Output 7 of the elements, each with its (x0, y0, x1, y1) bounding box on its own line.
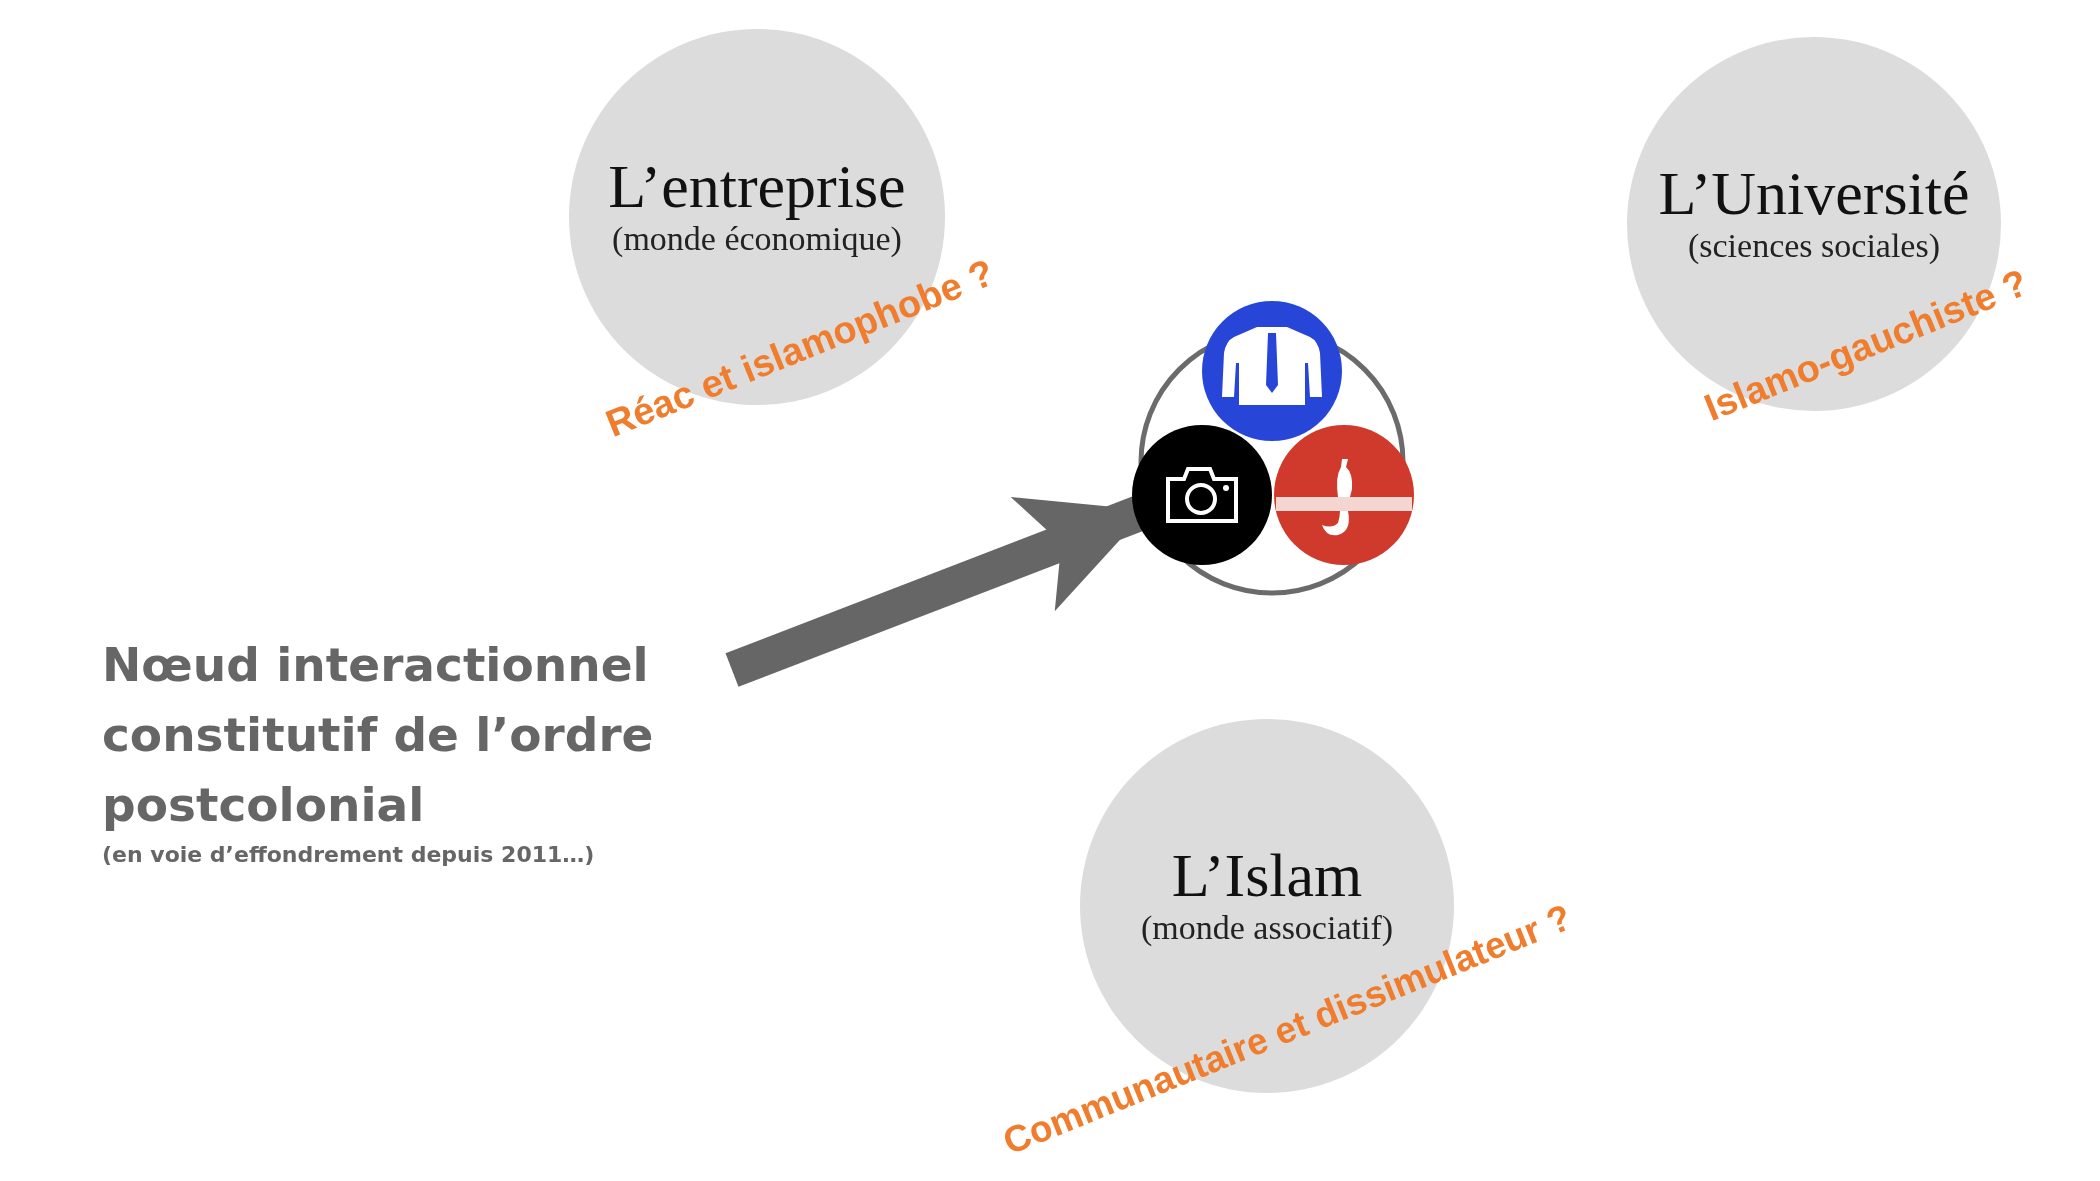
circle-title: L’Université (1658, 161, 1970, 227)
circle-subtitle: (monde économique) (612, 220, 902, 260)
circle-title: L’Islam (1171, 843, 1363, 909)
heading-text: Nœud interactionnel constitutif de l’ordre postcolonial (102, 636, 655, 834)
circle-subtitle: (sciences sociales) (1687, 226, 1940, 267)
note-text: (en voie d’effondrement depuis 2011…) (102, 841, 596, 869)
circle-title: L’entreprise (608, 154, 906, 220)
